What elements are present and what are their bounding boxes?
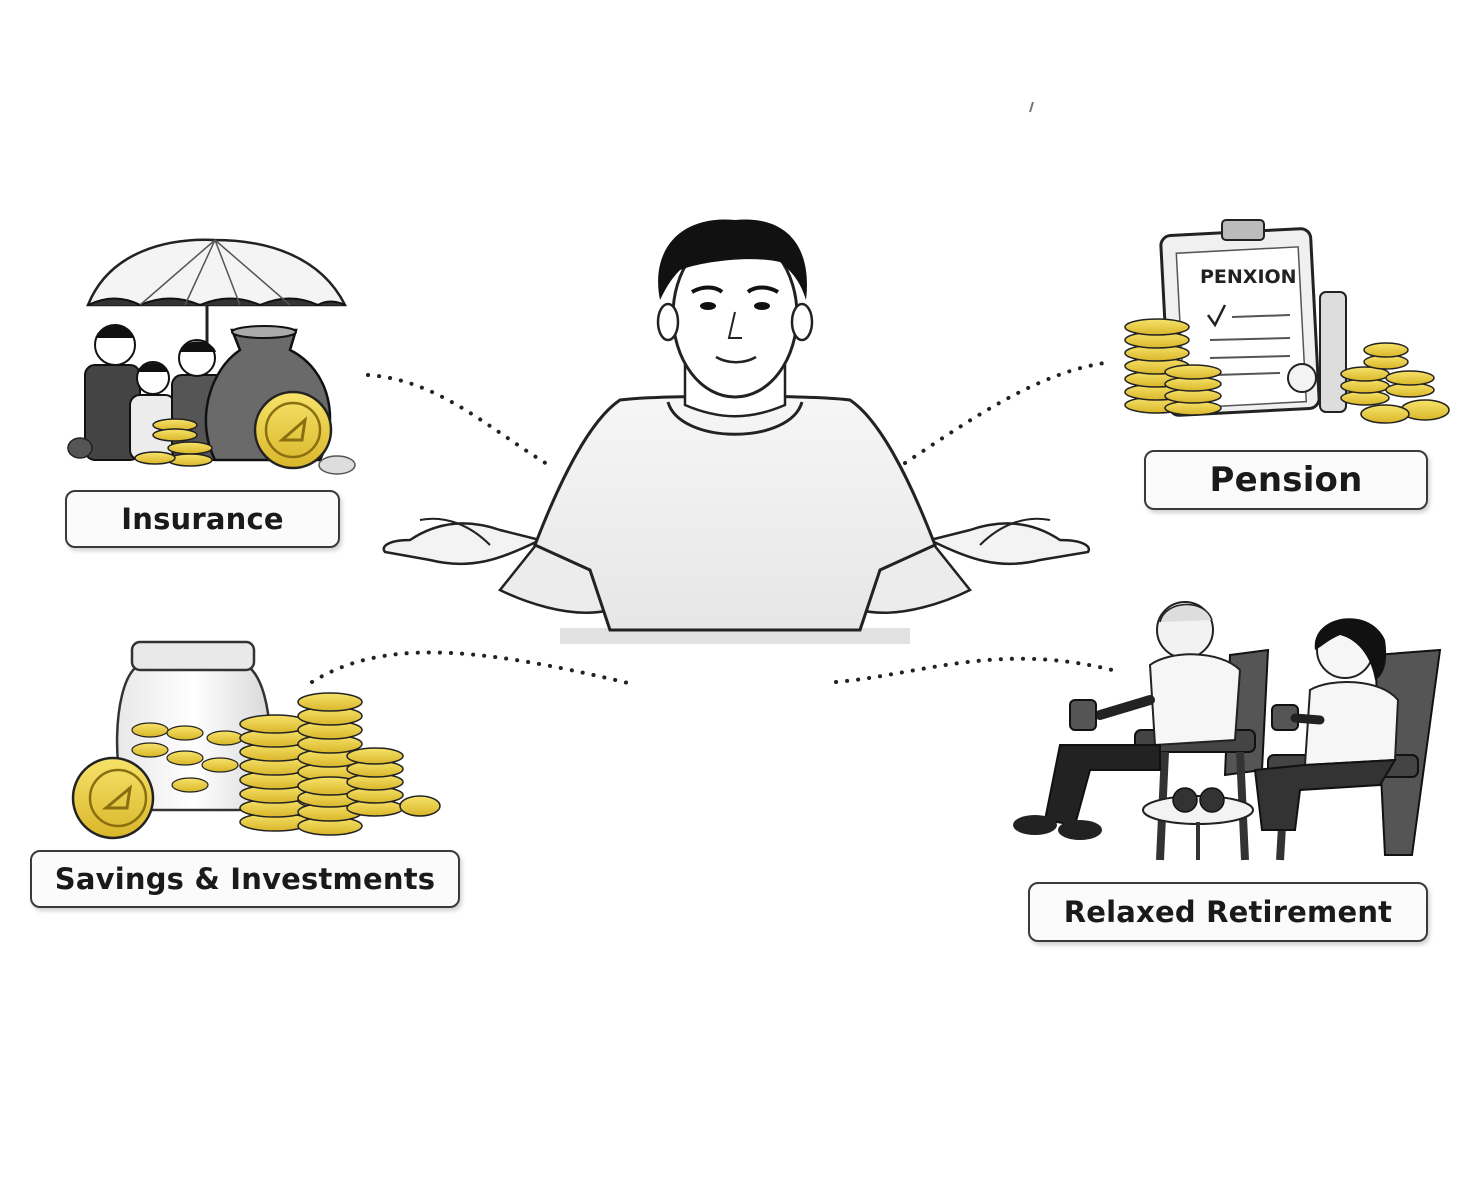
pension-illustration: PENXION xyxy=(1124,219,1450,424)
insurance-label: Insurance xyxy=(65,490,340,548)
insurance-illustration xyxy=(67,238,356,475)
clipboard-title: PENXION xyxy=(1200,266,1297,288)
relaxed-retirement-label: Relaxed Retirement xyxy=(1028,882,1428,942)
connector-retirement xyxy=(834,656,1122,684)
connector-savings xyxy=(310,650,630,685)
pension-label: Pension xyxy=(1144,450,1428,510)
connector-insurance xyxy=(366,373,554,469)
stray-mark xyxy=(1029,101,1034,113)
retirement-illustration xyxy=(1013,601,1442,861)
connector-pension xyxy=(903,360,1114,465)
savings-investments-label: Savings & Investments xyxy=(30,850,460,908)
savings-illustration xyxy=(71,640,441,840)
central-man-figure xyxy=(382,219,1091,644)
